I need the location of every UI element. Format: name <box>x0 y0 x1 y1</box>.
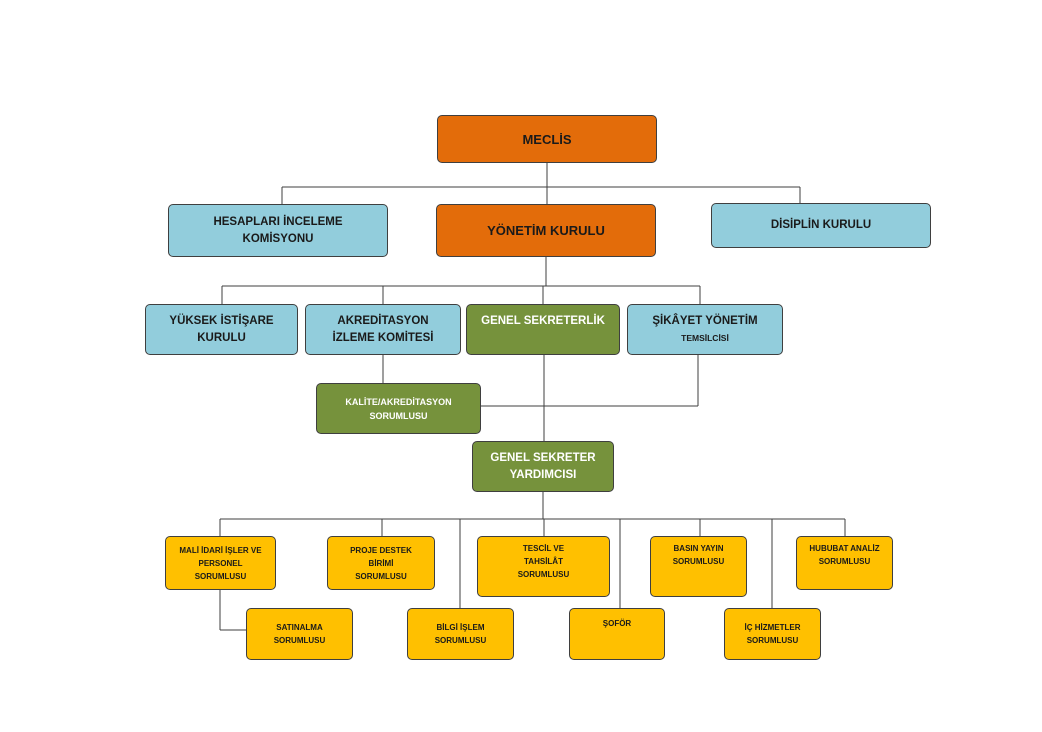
box-kalite-akreditasyon: KALİTE/AKREDİTASYON SORUMLUSU <box>316 383 481 434</box>
box-satinalma-label: SATINALMA SORUMLUSU <box>273 623 326 645</box>
box-proje-destek: PROJE DESTEK BİRİMİ SORUMLUSU <box>327 536 435 590</box>
box-yonetim-label: YÖNETİM KURULU <box>487 223 605 238</box>
box-genel-sekreter-yardimcisi: GENEL SEKRETER YARDIMCISI <box>472 441 614 492</box>
box-yuksek-label: YÜKSEK İSTİŞARE KURULU <box>169 314 274 344</box>
box-satinalma: SATINALMA SORUMLUSU <box>246 608 353 660</box>
box-proje-label: PROJE DESTEK BİRİMİ SORUMLUSU <box>350 545 412 581</box>
box-basin-label: BASIN YAYIN SORUMLUSU <box>672 544 725 566</box>
box-yonetim-kurulu: YÖNETİM KURULU <box>436 204 656 257</box>
box-meclis-label: MECLİS <box>522 131 572 147</box>
box-sikayet-yonetim: ŞİKÂYET YÖNETİM TEMSİLCİSİ <box>627 304 783 355</box>
box-genel-sekreterlik-label: GENEL SEKRETERLİK <box>481 315 605 327</box>
box-hesaplari-label: HESAPLARI İNCELEME KOMİSYONU <box>213 215 343 245</box>
box-tescil-tahsilat: TESCİL VE TAHSİLÂT SORUMLUSU <box>477 536 610 597</box>
box-sikayet-label: ŞİKÂYET YÖNETİM <box>652 314 758 327</box>
box-genel-sekreterlik: GENEL SEKRETERLİK <box>466 304 620 355</box>
box-sofor: ŞOFÖR <box>569 608 665 660</box>
box-sikayet-sublabel: TEMSİLCİSİ <box>681 332 729 343</box>
box-hububat-label: HUBUBAT ANALİZ SORUMLUSU <box>809 544 880 566</box>
box-bilgi-islem: BİLGİ İŞLEM SORUMLUSU <box>407 608 514 660</box>
box-meclis: MECLİS <box>437 115 657 163</box>
box-hesaplari-inceleme: HESAPLARI İNCELEME KOMİSYONU <box>168 204 388 257</box>
box-disiplin-label: DİSİPLİN KURULU <box>770 219 872 231</box>
box-tescil-label: TESCİL VE TAHSİLÂT SORUMLUSU <box>517 544 570 579</box>
box-bilgi-label: BİLGİ İŞLEM SORUMLUSU <box>434 623 487 645</box>
box-yuksek-istisare: YÜKSEK İSTİŞARE KURULU <box>145 304 298 355</box>
box-hububat-analiz: HUBUBAT ANALİZ SORUMLUSU <box>796 536 893 590</box>
box-mali-label: MALİ İDARİ İŞLER VE PERSONEL SORUMLUSU <box>179 545 262 581</box>
box-akreditasyon-label: AKREDİTASYON İZLEME KOMİTESİ <box>332 314 434 344</box>
box-kalite-label: KALİTE/AKREDİTASYON SORUMLUSU <box>345 396 452 421</box>
box-ic-hizmetler: İÇ HİZMETLER SORUMLUSU <box>724 608 821 660</box>
box-mali-idari: MALİ İDARİ İŞLER VE PERSONEL SORUMLUSU <box>165 536 276 590</box>
box-disiplin-kurulu: DİSİPLİN KURULU <box>711 203 931 248</box>
box-akreditasyon-izleme: AKREDİTASYON İZLEME KOMİTESİ <box>305 304 461 355</box>
box-basin-yayin: BASIN YAYIN SORUMLUSU <box>650 536 747 597</box>
box-sofor-label: ŞOFÖR <box>602 619 632 628</box>
box-gs-yardimcisi-label: GENEL SEKRETER YARDIMCISI <box>490 451 596 481</box>
box-ic-hizmetler-label: İÇ HİZMETLER SORUMLUSU <box>744 623 801 645</box>
